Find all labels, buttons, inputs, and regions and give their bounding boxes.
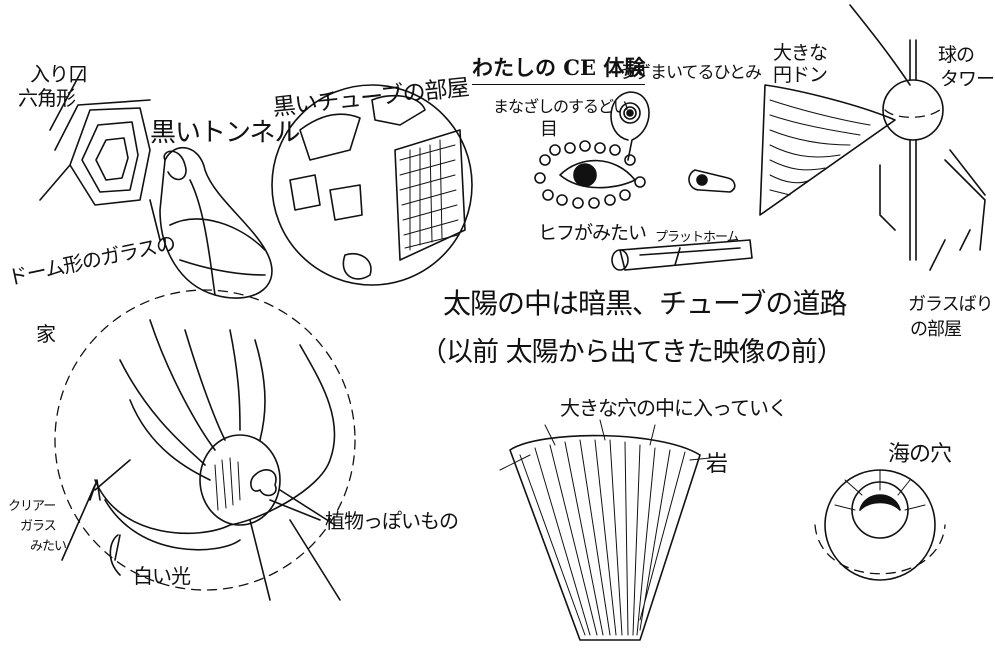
label-sphere-tower: 球の xyxy=(938,44,975,66)
label-plant-like: 植物っぽいもの xyxy=(325,509,459,533)
label-sphere-tower-2: タワー xyxy=(940,68,995,90)
label-big-hole: 大きな穴の中に入っていく xyxy=(560,396,788,420)
platform-drawing xyxy=(611,239,753,271)
dome-house-drawing xyxy=(54,289,356,601)
label-black-tunnel: 黒いトンネル xyxy=(150,118,300,148)
label-eye: 目 xyxy=(540,119,558,140)
label-clear-glass: クリアー xyxy=(8,499,56,514)
big-hole-drawing xyxy=(499,419,711,641)
page-title: わたしの CE 体験 xyxy=(472,52,646,85)
label-platform: プラットホーム xyxy=(655,230,740,245)
plant-pointer xyxy=(269,499,321,521)
label-skin-like: ヒフがみたい xyxy=(538,222,647,244)
label-dome-house-2: 家 xyxy=(36,322,56,346)
label-white-light: 白い光 xyxy=(133,564,191,588)
label-big-disc: 大きな xyxy=(773,42,828,64)
eye-drawing xyxy=(534,140,646,209)
white-light-arrow xyxy=(109,534,121,576)
tube-room-drawing xyxy=(271,84,473,286)
label-glass-room: ガラスばり xyxy=(908,294,994,315)
label-before-sun: （以前 太陽から出てきた映像の前） xyxy=(420,337,844,368)
clear-glass-arrow xyxy=(61,479,101,561)
label-swirling-pupil: うずまいてるひとみ xyxy=(618,63,762,83)
label-clear-glass-3: みたい xyxy=(30,539,67,554)
label-sea-hole: 海の穴 xyxy=(888,442,952,467)
disc-tower-drawing xyxy=(759,4,986,271)
small-roll-drawing xyxy=(688,169,736,193)
label-sharp-gaze: まなざしのするどい xyxy=(493,97,629,116)
label-big-disc-2: 円ドン xyxy=(773,64,828,86)
label-glass-room-2: の部屋 xyxy=(910,319,962,340)
sea-hole-drawing xyxy=(814,469,946,581)
black-tunnel-drawing xyxy=(159,146,273,299)
label-rock: 岩 xyxy=(706,452,728,477)
label-entrance: 入り口 xyxy=(30,62,88,86)
label-sun-inside: 太陽の中は暗黒、チューブの道路 xyxy=(443,287,847,320)
swirl-pupil-drawing xyxy=(610,91,650,161)
label-clear-glass-2: ガラス xyxy=(20,519,57,534)
hexagon-tunnel-drawing xyxy=(39,69,161,241)
label-hexagon: 六角形 xyxy=(18,86,76,110)
